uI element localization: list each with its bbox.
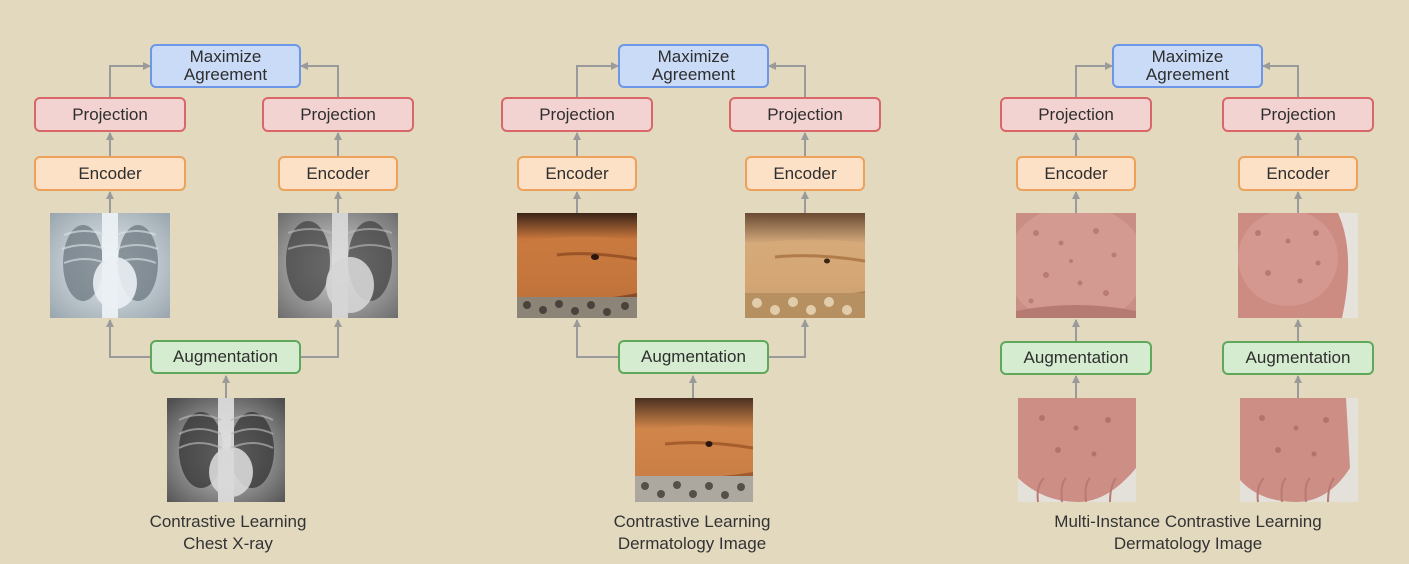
caption-title: Contrastive Learning: [48, 511, 408, 533]
caption-subtitle: Chest X-ray: [48, 533, 408, 555]
augmentation-box: Augmentation: [618, 340, 769, 374]
dermatology-hand-original-image: [1240, 398, 1358, 502]
arrow: [769, 320, 805, 357]
caption-subtitle: Dermatology Image: [1008, 533, 1368, 555]
dermatology-hand-image: [1016, 213, 1136, 318]
encoder-box: Encoder: [34, 156, 186, 191]
augmentation-box: Augmentation: [1000, 341, 1152, 375]
encoder-box: Encoder: [517, 156, 637, 191]
chest-xray-augmented-image: [50, 213, 170, 318]
maximize-agreement-box: Maximize Agreement: [618, 44, 769, 88]
augmentation-box: Augmentation: [1222, 341, 1374, 375]
arrow: [1263, 66, 1298, 97]
arrow: [110, 66, 150, 97]
projection-box: Projection: [1000, 97, 1152, 132]
projection-box: Projection: [1222, 97, 1374, 132]
projection-box: Projection: [501, 97, 653, 132]
arrow: [301, 320, 338, 357]
dermatology-hand-image: [1238, 213, 1358, 318]
projection-box: Projection: [34, 97, 186, 132]
projection-box: Projection: [729, 97, 881, 132]
caption-subtitle: Dermatology Image: [512, 533, 872, 555]
arrow: [110, 320, 150, 357]
arrow: [769, 66, 805, 97]
arrow: [577, 66, 618, 97]
projection-box: Projection: [262, 97, 414, 132]
encoder-box: Encoder: [1016, 156, 1136, 191]
augmentation-box: Augmentation: [150, 340, 301, 374]
dermatology-original-image: [635, 398, 753, 502]
caption-title: Multi-Instance Contrastive Learning: [1008, 511, 1368, 533]
arrow: [577, 320, 618, 357]
panel-caption: Contrastive Learning Dermatology Image: [512, 511, 872, 555]
dermatology-augmented-image: [517, 213, 637, 318]
arrow: [1076, 66, 1112, 97]
arrow: [301, 66, 338, 97]
chest-xray-augmented-image: [278, 213, 398, 318]
maximize-agreement-box: Maximize Agreement: [1112, 44, 1263, 88]
encoder-box: Encoder: [745, 156, 865, 191]
panel-caption: Multi-Instance Contrastive Learning Derm…: [1008, 511, 1368, 555]
dermatology-hand-original-image: [1018, 398, 1136, 502]
caption-title: Contrastive Learning: [512, 511, 872, 533]
dermatology-augmented-image: [745, 213, 865, 318]
encoder-box: Encoder: [1238, 156, 1358, 191]
panel-caption: Contrastive Learning Chest X-ray: [48, 511, 408, 555]
maximize-agreement-box: Maximize Agreement: [150, 44, 301, 88]
encoder-box: Encoder: [278, 156, 398, 191]
chest-xray-original-image: [167, 398, 285, 502]
